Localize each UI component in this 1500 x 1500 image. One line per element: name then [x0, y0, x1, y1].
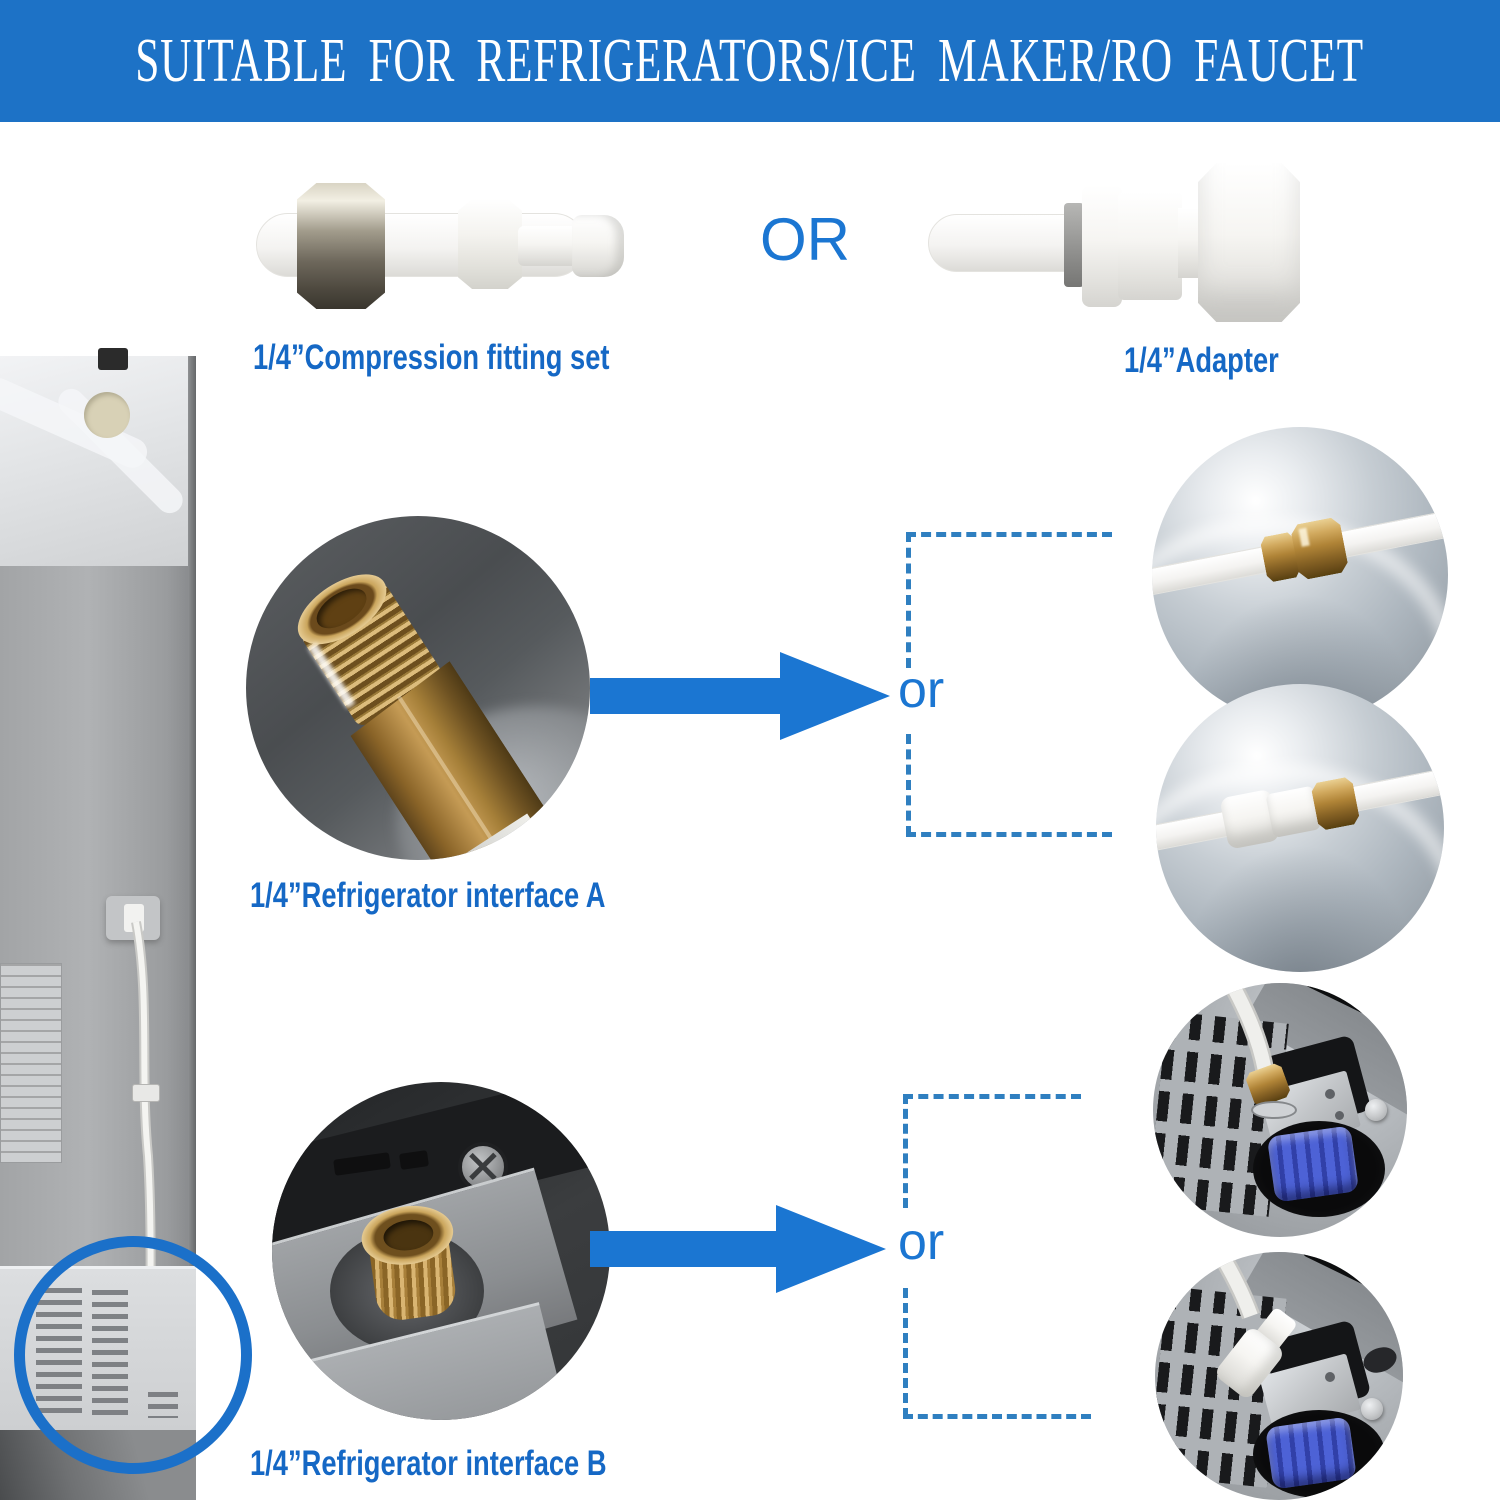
option-b2-photo [1155, 1252, 1403, 1500]
brass-nut [1310, 776, 1360, 831]
rivet-shape [1365, 1099, 1387, 1121]
bracket-dashed-line [906, 532, 911, 668]
washer-shape [1251, 1101, 1297, 1119]
compression-fitting-photo [250, 175, 650, 335]
adapter-label: 1/4”Adapter [1124, 341, 1279, 380]
pushfit-body-shape [1118, 192, 1182, 300]
stem-tip-shape [572, 215, 624, 277]
stem-shape [518, 226, 578, 266]
or-text-a: or [898, 661, 945, 719]
bracket-dashed-line [903, 1094, 908, 1208]
option-b1-photo [1153, 983, 1407, 1237]
highlight-circle [14, 1236, 252, 1474]
adapter-photo [925, 160, 1305, 328]
interface-b-photo [272, 1082, 610, 1420]
brass-fitting-shape [260, 542, 568, 860]
compression-fitting-label: 1/4”Compression fitting set [253, 338, 610, 377]
interface-b-label: 1/4”Refrigerator interface B [250, 1444, 607, 1483]
plastic-nut-shape [458, 199, 522, 289]
bracket-dashed-line [906, 734, 911, 836]
female-hex-nut-shape [1198, 163, 1300, 322]
arrow-head-icon [776, 1205, 886, 1293]
screw-icon [1335, 1111, 1344, 1120]
rating-label-sticker [0, 963, 62, 1163]
option-a1-photo [1152, 427, 1448, 723]
water-tube-shape [1208, 1252, 1260, 1320]
option-a2-photo [1156, 684, 1444, 972]
bracket-dashed-line [903, 1414, 1091, 1419]
or-divider: OR [760, 206, 850, 273]
screw-icon [1325, 1372, 1335, 1382]
interface-a-photo [246, 516, 590, 860]
brass-nut-large [1290, 516, 1350, 581]
collet-ring-shape [1064, 203, 1084, 287]
rivet-shape [1361, 1398, 1383, 1420]
brass-port-shape [351, 1193, 473, 1342]
bracket-dashed-line [906, 832, 1112, 837]
arrow-right-icon [590, 1231, 776, 1267]
interface-a-label: 1/4”Refrigerator interface A [250, 876, 606, 915]
banner-title: SUITABLE FOR REFRIGERATORS/ICE MAKER/RO … [135, 26, 1365, 95]
or-text-b: or [898, 1213, 945, 1271]
water-tube-shape [1220, 983, 1275, 1073]
arrow-right-icon [590, 678, 780, 714]
access-cap-shape [84, 392, 130, 438]
bracket-dashed-line [906, 532, 1112, 537]
fridge-side-edge [188, 356, 196, 1500]
arrow-head-icon [780, 652, 890, 740]
banner: SUITABLE FOR REFRIGERATORS/ICE MAKER/RO … [0, 0, 1500, 122]
tube-clip-shape [132, 1084, 160, 1102]
background-shade [1156, 819, 1444, 972]
screw-icon [1325, 1089, 1335, 1099]
metal-hex-nut-shape [297, 183, 385, 309]
bracket-dashed-line [903, 1288, 908, 1418]
hinge-cap-shape [98, 348, 128, 370]
tube-shape [928, 214, 1078, 272]
blue-valve-cap [1266, 1125, 1360, 1203]
bracket-dashed-line [903, 1094, 1081, 1099]
pushfit-collar-shape [1082, 185, 1122, 307]
blue-valve-cap [1265, 1416, 1357, 1490]
